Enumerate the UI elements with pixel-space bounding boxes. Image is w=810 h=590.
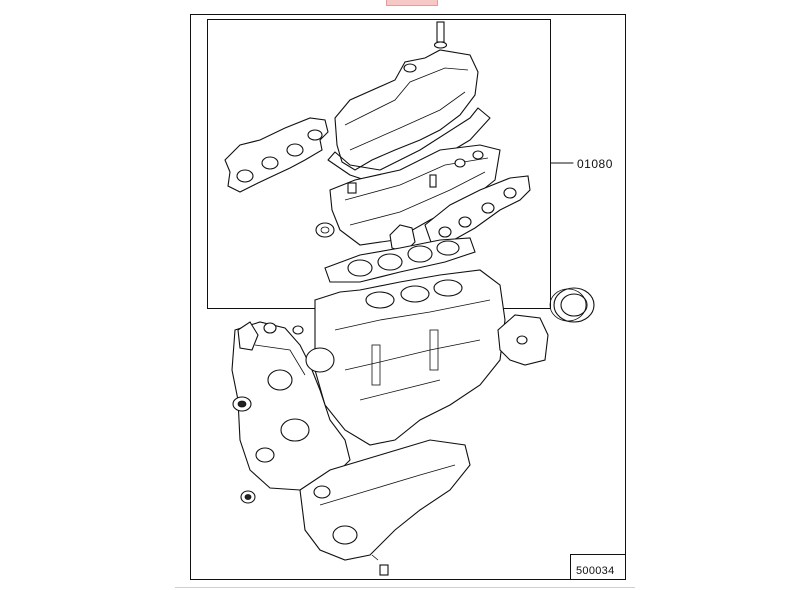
- front-seal-icon: [315, 222, 335, 238]
- water-pump-icon: [237, 321, 304, 351]
- reference-box: [570, 554, 626, 580]
- callout-part-number: 01080: [577, 157, 613, 171]
- head-gasket-icon: [324, 237, 476, 283]
- crankshaft-seal-icon: [549, 287, 595, 323]
- rear-bracket-icon: [497, 314, 549, 366]
- page-bottom-rule: [175, 587, 635, 588]
- engine-block-icon: [314, 269, 506, 446]
- page-tab-marker: [386, 0, 438, 6]
- timing-cover-icon: [231, 321, 351, 491]
- oil-seal-small-icon: [232, 396, 256, 504]
- oil-pan-icon: [299, 439, 471, 576]
- reference-number: 500034: [576, 565, 615, 577]
- exhaust-manifold-gasket-icon: [224, 117, 329, 193]
- outer-frame: [190, 14, 626, 580]
